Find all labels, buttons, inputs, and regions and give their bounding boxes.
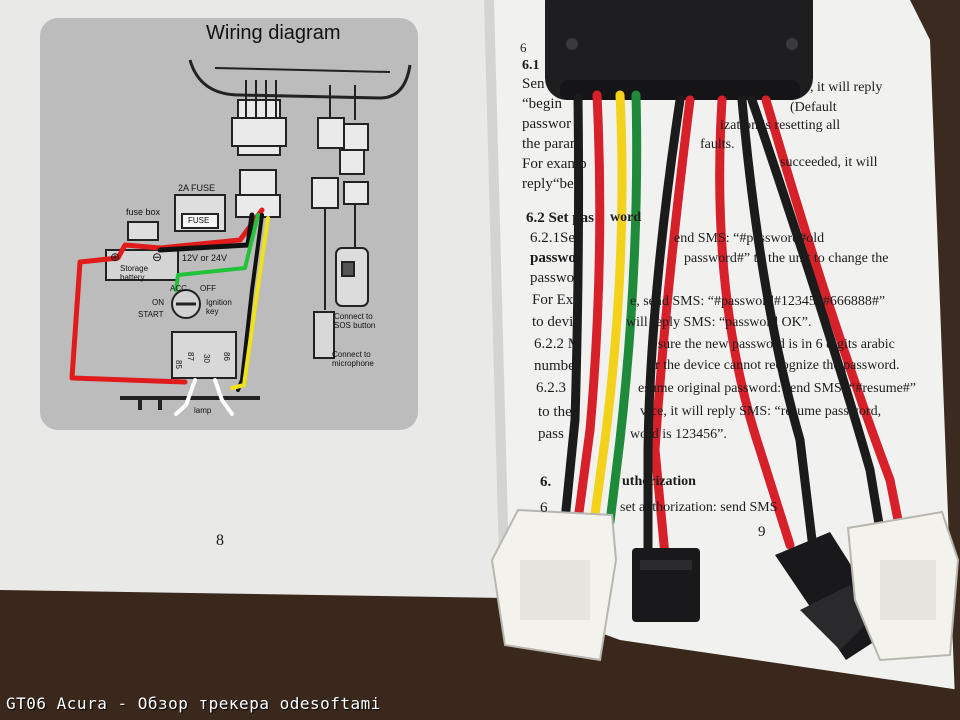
rp-frag-3: faults. [700, 137, 735, 152]
off-label: OFF [200, 284, 216, 293]
connector-white-left [490, 508, 618, 662]
rp-frag-14: word is 123456”. [630, 427, 727, 442]
rp-line-4: passwor [522, 116, 572, 132]
mic-label: Connect to microphone [332, 350, 374, 368]
fuse-box [127, 194, 226, 241]
rp-frag-13: vice, it will reply SMS: “resume passwor… [640, 404, 882, 419]
connector-white-right [846, 510, 960, 662]
ignition-key-label: Ignition key [206, 298, 232, 316]
rp-frag-10: e sure the new password is in 6 digits a… [648, 337, 895, 352]
right-page-number: 9 [758, 524, 766, 540]
rp-line-9: 6.2.1Set [530, 230, 580, 246]
sos-label: Connect to SOS button [334, 312, 376, 330]
rp-line-17: to the [538, 404, 572, 420]
fuse-box-label: fuse box [126, 207, 161, 217]
rp-line-0: 6 [520, 40, 527, 55]
rp-line-7: reply“beg [522, 176, 582, 192]
photo-caption: GT06 Acura - Обзор трекера odesoftami [6, 694, 381, 713]
rp-line-12: For Exa [532, 292, 580, 308]
left-page-number: 8 [216, 532, 224, 549]
relay [171, 331, 237, 379]
acc-label: ACC [170, 284, 187, 293]
rp-line-1: 6.1 [522, 58, 540, 73]
rp-line-16: 6.2.3 [536, 380, 566, 396]
rp-line-13: to devi [532, 314, 574, 330]
relay-30-label: 30 [201, 354, 211, 363]
rp-frag-2: ization is resetting all [720, 118, 841, 133]
battery-minus: ⊖ [152, 250, 163, 264]
drawn-yellow-wire [230, 216, 270, 390]
rp-line-5: the param [522, 136, 582, 152]
rp-line-2: Sen [522, 76, 545, 92]
wire-green [605, 90, 642, 527]
rp-frag-4: succeeded, it will [780, 155, 878, 170]
drawn-black-wire [157, 212, 255, 253]
connector-black-small [632, 548, 700, 622]
rp-frag-12: esume original password: send SMS: “#res… [638, 381, 917, 396]
relay-86-label: 86 [221, 352, 231, 361]
rp-frag-6: end SMS: “#password#old [674, 231, 825, 246]
rp-frag-9: will reply SMS: “password OK”. [626, 315, 812, 330]
main-harness [231, 80, 287, 218]
on-label: ON [152, 298, 164, 307]
gps-tracker-device [545, 0, 813, 100]
rp-line-20: 6 [540, 500, 548, 516]
rp-frag-11: or the device cannot recognize the passw… [648, 358, 900, 373]
rp-line-15: numbe [534, 358, 575, 374]
rp-frag-8: e, send SMS: “#password#123456#666888#” [630, 294, 886, 309]
drawn-white-wire-a [174, 378, 197, 416]
accessory-harness [311, 85, 369, 359]
wire-red-mid [650, 95, 695, 560]
drawn-white-wire-b [213, 378, 234, 416]
rp-frag-5: word [610, 210, 642, 225]
rp-frag-1: (Default [790, 100, 837, 115]
rp-line-18: pass [538, 426, 564, 442]
fuse-label: 2A FUSE [178, 183, 216, 193]
start-label: START [138, 310, 164, 319]
rp-line-6: For examp [522, 156, 587, 172]
relay-85-label: 85 [173, 360, 183, 369]
rp-line-14: 6.2.2 M [534, 336, 582, 352]
relay-87-label: 87 [185, 352, 195, 361]
rp-line-8: 6.2 Set pas [526, 210, 594, 226]
wire-red-right-a [715, 95, 795, 550]
wire-black-mid [643, 95, 685, 560]
diagram-title: Wiring diagram [206, 22, 341, 44]
drawn-green-wire [174, 213, 260, 292]
wire-black-right [737, 95, 817, 545]
rp-line-11: passwor [530, 270, 580, 286]
voltage-label: 12V or 24V [182, 253, 228, 263]
wire-yellow [589, 90, 627, 527]
wire-black-right-b [747, 95, 885, 535]
rp-line-19: 6. [540, 474, 552, 490]
rp-line-3: “begin [522, 96, 562, 112]
lamp-label: lamp [194, 406, 212, 415]
wire-red-left [573, 90, 605, 525]
fuse-small-label: FUSE [188, 216, 210, 225]
drawn-red-wire [69, 207, 265, 385]
rp-frag-16: set authorization: send SMS [620, 500, 778, 515]
rp-frag-15: uthorization [622, 474, 696, 489]
rp-frag-7: password#” to the unit to change the [684, 251, 889, 266]
rp-frag-0: , it will reply [810, 80, 883, 95]
rp-line-10: passwo [530, 250, 576, 266]
storage-battery-label: Storage battery [120, 264, 149, 282]
connector-black-plug [775, 532, 892, 660]
wire-black-left [560, 93, 584, 525]
wire-red-right-b [761, 95, 905, 535]
battery-plus: ⊕ [110, 250, 121, 264]
